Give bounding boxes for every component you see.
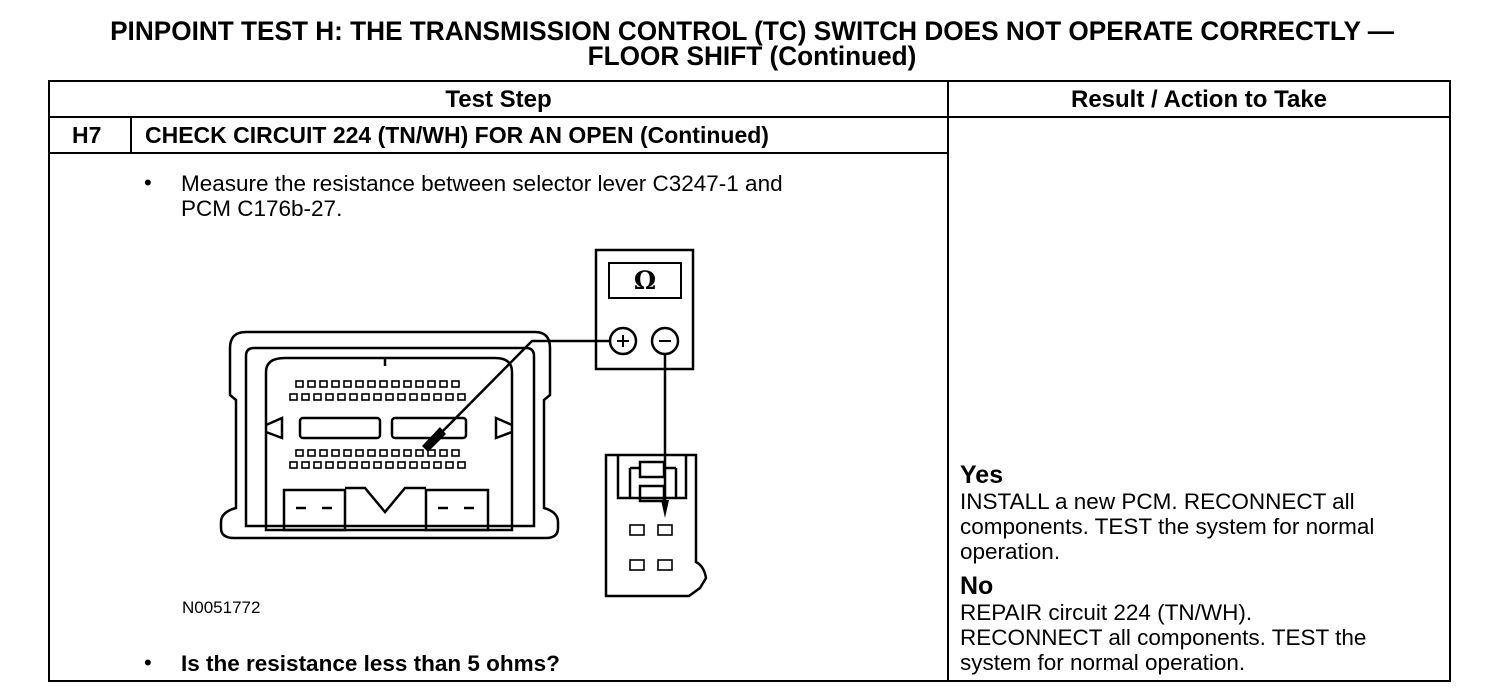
connector-pin: [337, 393, 346, 401]
result-no-line-3: system for normal operation.: [960, 650, 1246, 675]
connector-pin: [427, 380, 436, 388]
connector-pin: [295, 380, 304, 388]
selector-connector-cavity: [629, 559, 645, 571]
connector-pin: [355, 449, 364, 457]
header-test-step: Test Step: [445, 86, 552, 113]
connector-pin: [325, 461, 334, 469]
ohmmeter-body: [594, 248, 695, 371]
connector-pin: [337, 461, 346, 469]
table-border-right: [1449, 80, 1451, 682]
connector-pin: [457, 393, 466, 401]
connector-pin: [355, 380, 364, 388]
result-no-line-2: RECONNECT all components. TEST the: [960, 625, 1367, 650]
connector-pin: [295, 449, 304, 457]
figure-id: N0051772: [182, 598, 261, 617]
result-yes-label: Yes: [960, 461, 1004, 489]
header-divider: [48, 116, 1451, 118]
connector-pin: [415, 449, 424, 457]
connector-pin: [289, 393, 298, 401]
connector-pin: [319, 380, 328, 388]
connector-pin: [403, 380, 412, 388]
result-yes-line-3: operation.: [960, 539, 1061, 564]
connector-pin: [439, 449, 448, 457]
step-id-divider: [130, 116, 132, 154]
connector-pin: [397, 461, 406, 469]
page-title-line-1: PINPOINT TEST H: THE TRANSMISSION CONTRO…: [110, 16, 1394, 46]
result-yes-line-2: components. TEST the system for normal: [960, 514, 1375, 539]
connector-pin: [457, 461, 466, 469]
connector-pin: [373, 461, 382, 469]
connector-pin: [433, 393, 442, 401]
page-title-line-2: FLOOR SHIFT (Continued): [587, 41, 917, 71]
question-text: Is the resistance less than 5 ohms?: [181, 651, 560, 676]
selector-connector-cavity: [629, 524, 645, 536]
bullet-marker: •: [144, 650, 152, 675]
connector-pin: [415, 380, 424, 388]
positive-probe-lead: [435, 339, 610, 439]
connector-pin: [433, 461, 442, 469]
column-divider: [947, 80, 949, 682]
step-title: CHECK CIRCUIT 224 (TN/WH) FOR AN OPEN (C…: [145, 122, 769, 148]
connector-pin: [307, 449, 316, 457]
connector-pin: [313, 461, 322, 469]
connector-pin: [301, 461, 310, 469]
negative-probe-tip: [661, 500, 669, 518]
step-title-divider: [48, 152, 949, 154]
connector-pin: [343, 449, 352, 457]
connector-pin: [409, 461, 418, 469]
connector-pin: [361, 461, 370, 469]
connector-pin: [307, 380, 316, 388]
connector-pin: [391, 449, 400, 457]
connector-pin: [331, 449, 340, 457]
connector-pin: [397, 393, 406, 401]
connector-pin: [349, 461, 358, 469]
table-border-top: [48, 80, 1451, 82]
table-border-left: [48, 80, 50, 682]
ohmmeter-display: [608, 262, 682, 299]
connector-pin: [367, 449, 376, 457]
selector-connector-cavity: [657, 559, 673, 571]
connector-pin: [367, 380, 376, 388]
connector-pin: [325, 393, 334, 401]
instruction-line-2: PCM C176b-27.: [181, 196, 343, 221]
ohm-symbol: Ω: [634, 266, 656, 295]
connector-pin: [451, 380, 460, 388]
connector-pin: [331, 380, 340, 388]
connector-pin: [421, 461, 430, 469]
connector-pin: [343, 380, 352, 388]
result-no-label: No: [960, 572, 994, 600]
connector-pin: [373, 393, 382, 401]
connector-pin: [403, 449, 412, 457]
header-result-action: Result / Action to Take: [1070, 86, 1328, 113]
connector-pin: [391, 380, 400, 388]
connector-pin: [427, 449, 436, 457]
connector-pin: [319, 449, 328, 457]
connector-pin: [361, 393, 370, 401]
step-id: H7: [72, 122, 102, 148]
connector-pin: [313, 393, 322, 401]
table-border-bottom: [48, 680, 1451, 682]
pcm-connector-housing: [219, 330, 560, 540]
result-yes-line-1: INSTALL a new PCM. RECONNECT all: [960, 489, 1355, 514]
connector-pin: [379, 380, 388, 388]
connector-pin: [379, 449, 388, 457]
result-no-line-1: REPAIR circuit 224 (TN/WH).: [960, 600, 1253, 625]
connector-pin: [349, 393, 358, 401]
selector-connector-cavity: [657, 524, 673, 536]
connector-pin: [445, 461, 454, 469]
bullet-marker: •: [144, 170, 152, 195]
connector-pin: [409, 393, 418, 401]
connector-pin: [439, 380, 448, 388]
connector-pin: [421, 393, 430, 401]
positive-probe-tip: [422, 427, 446, 452]
instruction-line-1: Measure the resistance between selector …: [181, 171, 783, 196]
connector-pin: [385, 393, 394, 401]
connector-pin: [289, 461, 298, 469]
connector-pin: [445, 393, 454, 401]
selector-lever-connector: [604, 453, 708, 598]
connector-pin: [301, 393, 310, 401]
connector-pin: [385, 461, 394, 469]
connector-pin: [451, 449, 460, 457]
